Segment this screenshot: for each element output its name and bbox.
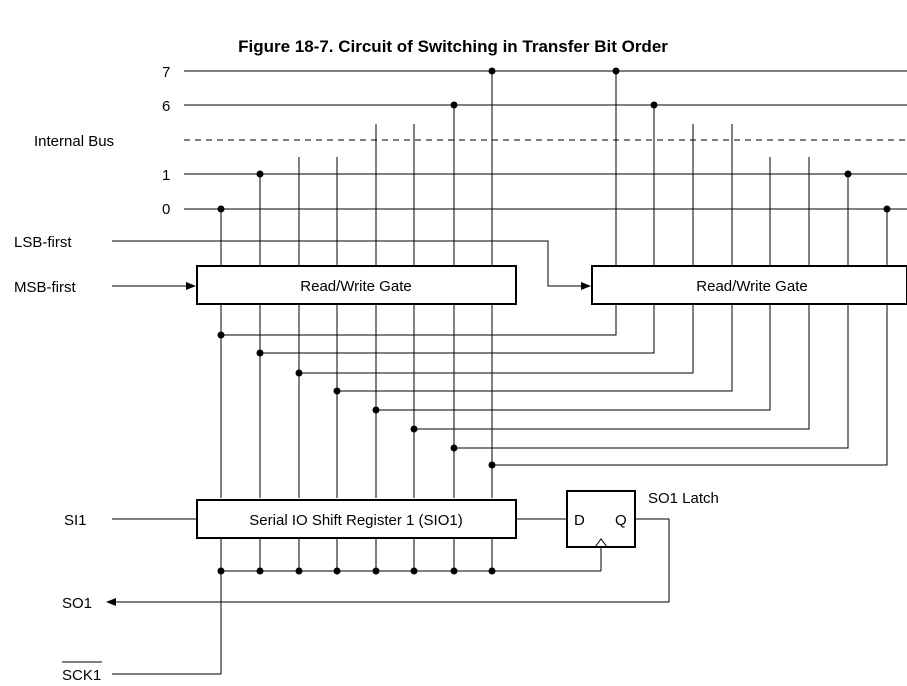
- junction-dot: [256, 349, 264, 357]
- junction-dot: [256, 170, 264, 178]
- crossover-wire-2: [299, 304, 694, 374]
- junction-dot: [844, 170, 852, 178]
- junction-dot: [256, 567, 264, 575]
- bus-bit6-label: 6: [162, 98, 170, 115]
- junction-dot: [217, 205, 225, 213]
- junction-dot: [488, 67, 496, 75]
- so1-latch-label: SO1 Latch: [648, 490, 719, 507]
- latch-q-label: Q: [615, 512, 627, 529]
- junction-dot: [410, 567, 418, 575]
- junction-dot: [217, 331, 225, 339]
- latch-clock-triangle: [594, 538, 608, 548]
- junction-dot: [333, 567, 341, 575]
- crossover-wire-7: [492, 304, 888, 466]
- serial-io-shift-register: Serial IO Shift Register 1 (SIO1): [196, 499, 517, 539]
- crossover-wire-6: [454, 304, 849, 449]
- junction-dot: [650, 101, 658, 109]
- junction-dot: [333, 387, 341, 395]
- so1-output-wire: [106, 518, 670, 606]
- msb-first-label: MSB-first: [14, 279, 76, 296]
- latch-d-label: D: [574, 512, 585, 529]
- lsb-first-wire: [112, 240, 591, 290]
- junction-dot: [488, 461, 496, 469]
- crossover-wire-3: [337, 304, 733, 392]
- junction-dot: [883, 205, 891, 213]
- bus-bit1-label: 1: [162, 167, 170, 184]
- internal-bus-label: Internal Bus: [34, 133, 114, 150]
- crossover-wire-0: [221, 304, 617, 336]
- gate-right-label: Read/Write Gate: [696, 278, 807, 295]
- gate-left-label: Read/Write Gate: [300, 278, 411, 295]
- so1-latch: D Q: [566, 490, 636, 548]
- read-write-gate-right: Read/Write Gate: [591, 265, 907, 305]
- crossover-wire-5: [414, 304, 810, 430]
- junction-dot: [295, 369, 303, 377]
- bus-bit0-label: 0: [162, 201, 170, 218]
- junction-dot: [372, 567, 380, 575]
- crossover-wire-1: [260, 304, 655, 354]
- junction-dot: [450, 567, 458, 575]
- shift-register-label: Serial IO Shift Register 1 (SIO1): [249, 512, 462, 529]
- lsb-first-label: LSB-first: [14, 234, 72, 251]
- junction-dot: [450, 444, 458, 452]
- bus-bit7-label: 7: [162, 64, 170, 81]
- junction-dot: [295, 567, 303, 575]
- si1-label: SI1: [64, 512, 87, 529]
- sck1-wire: [112, 571, 222, 675]
- sck1-label: SCK1: [62, 667, 101, 684]
- junction-dot: [410, 425, 418, 433]
- junction-dot: [372, 406, 380, 414]
- crossover-wire-4: [376, 304, 771, 411]
- junction-dot: [612, 67, 620, 75]
- read-write-gate-left: Read/Write Gate: [196, 265, 517, 305]
- junction-dot: [450, 101, 458, 109]
- so1-label: SO1: [62, 595, 92, 612]
- figure-title: Figure 18-7. Circuit of Switching in Tra…: [238, 37, 668, 56]
- junction-dot: [488, 567, 496, 575]
